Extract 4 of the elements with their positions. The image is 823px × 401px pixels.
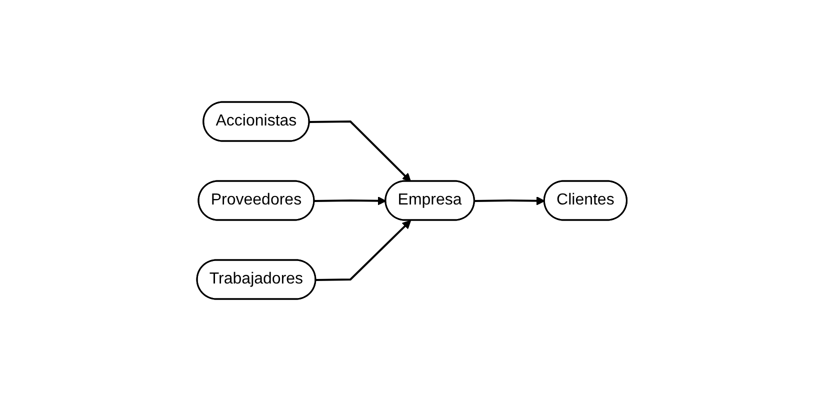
arrow xyxy=(309,120,411,182)
arrow xyxy=(314,196,386,206)
arrow xyxy=(316,220,411,281)
arrow xyxy=(474,196,545,206)
